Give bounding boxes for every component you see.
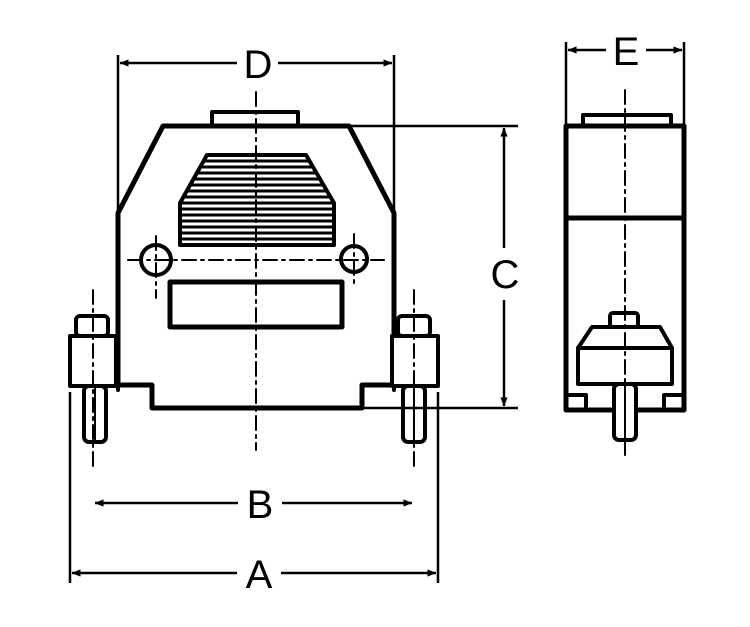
- dimension-lines: [68, 42, 686, 583]
- dimension-label-d: D: [244, 43, 273, 87]
- front-view: [68, 91, 440, 469]
- side-view: [563, 89, 687, 456]
- side-jack-screw: [576, 311, 674, 442]
- dimension-label-c: C: [491, 253, 520, 297]
- front-centre-lines: [92, 91, 415, 469]
- dimension-label-b: B: [247, 483, 274, 527]
- dimension-label-e: E: [613, 30, 640, 74]
- dimension-label-a: A: [246, 553, 273, 597]
- right-jack-screw: [390, 314, 440, 444]
